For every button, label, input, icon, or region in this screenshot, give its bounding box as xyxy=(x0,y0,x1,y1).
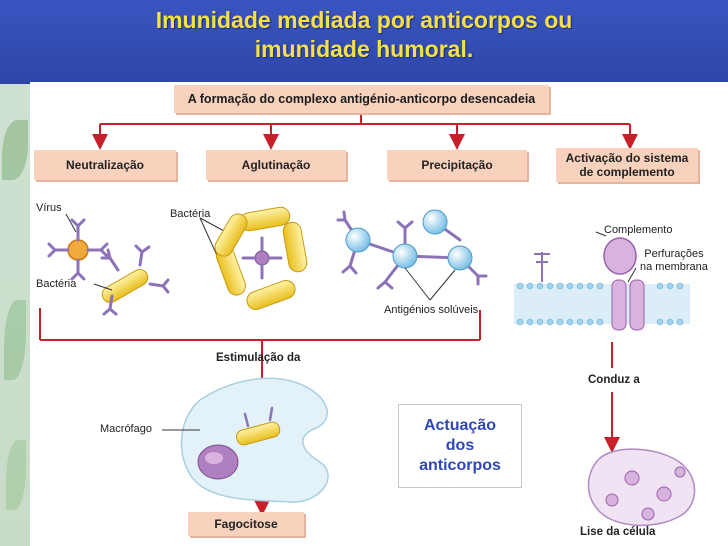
neutralization-illustration xyxy=(47,213,170,316)
slide-title-line2: imunidade humoral. xyxy=(254,36,474,62)
antibody-action-callout: Actuação dos anticorpos xyxy=(398,404,522,488)
complement-activation-line1: Activação do sistema xyxy=(565,151,689,165)
slide-title: Imunidade mediada por anticorpos ou imun… xyxy=(0,6,728,64)
cell-lysis-label: Lise da célula xyxy=(580,526,656,538)
agglutination-illustration xyxy=(199,206,308,310)
membrane-perforations-label: Perfurações na membrana xyxy=(640,248,708,274)
complement-illustration xyxy=(514,231,690,331)
bacteria-label-left: Bactéria xyxy=(36,278,77,290)
macrophage-illustration xyxy=(162,377,329,503)
bacteria-label-top: Bactéria xyxy=(170,208,211,220)
callout-line2: dos xyxy=(445,437,475,454)
leaf-decoration xyxy=(4,300,26,380)
complement-label: Complemento xyxy=(604,224,673,236)
callout-line3: anticorpos xyxy=(419,457,501,474)
leaf-decoration xyxy=(6,440,26,510)
complement-activation-box: Activação do sistema de complemento xyxy=(556,148,698,182)
stimulation-label: Estimulação da xyxy=(216,352,301,364)
cell-lysis-illustration xyxy=(587,448,696,526)
callout-line1: Actuação xyxy=(423,417,496,434)
agglutination-box: Aglutinação xyxy=(206,150,346,180)
perforations-line2: na membrana xyxy=(640,261,708,273)
virus-label: Vírus xyxy=(36,202,62,214)
soluble-antigens-label: Antigénios solúveis xyxy=(384,304,479,316)
complement-activation-line2: de complemento xyxy=(579,165,675,179)
macrophage-label: Macrófago xyxy=(100,423,152,435)
top-box: A formação do complexo antigénio-anticor… xyxy=(174,85,549,113)
perforations-line1: Perfurações xyxy=(644,248,704,260)
top-arrows xyxy=(92,113,638,150)
phagocytosis-box: Fagocitose xyxy=(188,512,304,536)
title-bar xyxy=(0,0,728,84)
precipitation-illustration xyxy=(336,209,488,301)
bottom-arrows xyxy=(39,308,620,516)
slide-title-line1: Imunidade mediada por anticorpos ou xyxy=(155,7,573,33)
precipitation-box: Precipitação xyxy=(387,150,527,180)
neutralization-box: Neutralização xyxy=(34,150,176,180)
leads-to-label: Conduz a xyxy=(588,374,640,386)
